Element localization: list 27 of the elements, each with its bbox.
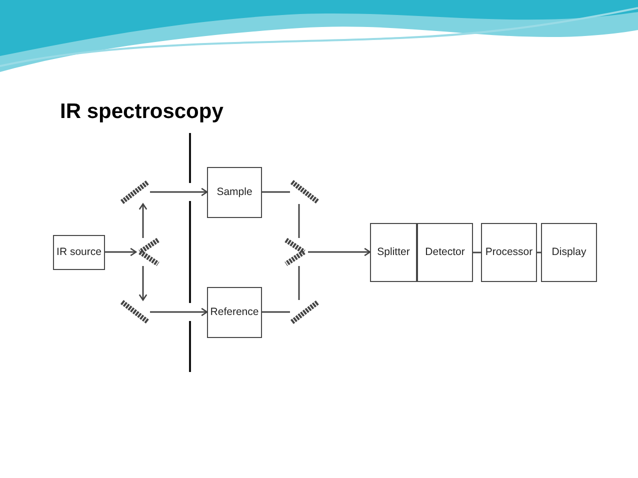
beam-arrow xyxy=(138,266,148,301)
beam-line xyxy=(262,191,290,193)
component-label: Processor xyxy=(484,246,534,260)
beam-line xyxy=(298,204,300,238)
component-box xyxy=(207,287,262,338)
component-label: Sample xyxy=(216,186,254,200)
component-label: Reference xyxy=(209,306,260,320)
slide-title: IR spectroscopy xyxy=(60,99,224,125)
component-box xyxy=(417,223,473,282)
beam-line xyxy=(473,252,481,254)
component-label: Detector xyxy=(424,246,466,260)
beam-arrow xyxy=(150,188,208,196)
component-box xyxy=(541,223,597,282)
beam-line xyxy=(298,266,300,300)
beam-arrow xyxy=(308,248,371,256)
beam-arrow xyxy=(150,308,208,316)
component-label: Display xyxy=(550,246,588,260)
component-box xyxy=(207,167,262,218)
component-box xyxy=(370,223,417,282)
beam-line xyxy=(262,311,290,313)
beam-line xyxy=(537,252,541,254)
component-label: IR source xyxy=(56,246,102,260)
component-box xyxy=(481,223,537,282)
component-box xyxy=(53,235,105,270)
beam-arrow xyxy=(138,203,148,238)
component-label: Splitter xyxy=(376,246,411,260)
beam-arrow xyxy=(105,248,137,256)
